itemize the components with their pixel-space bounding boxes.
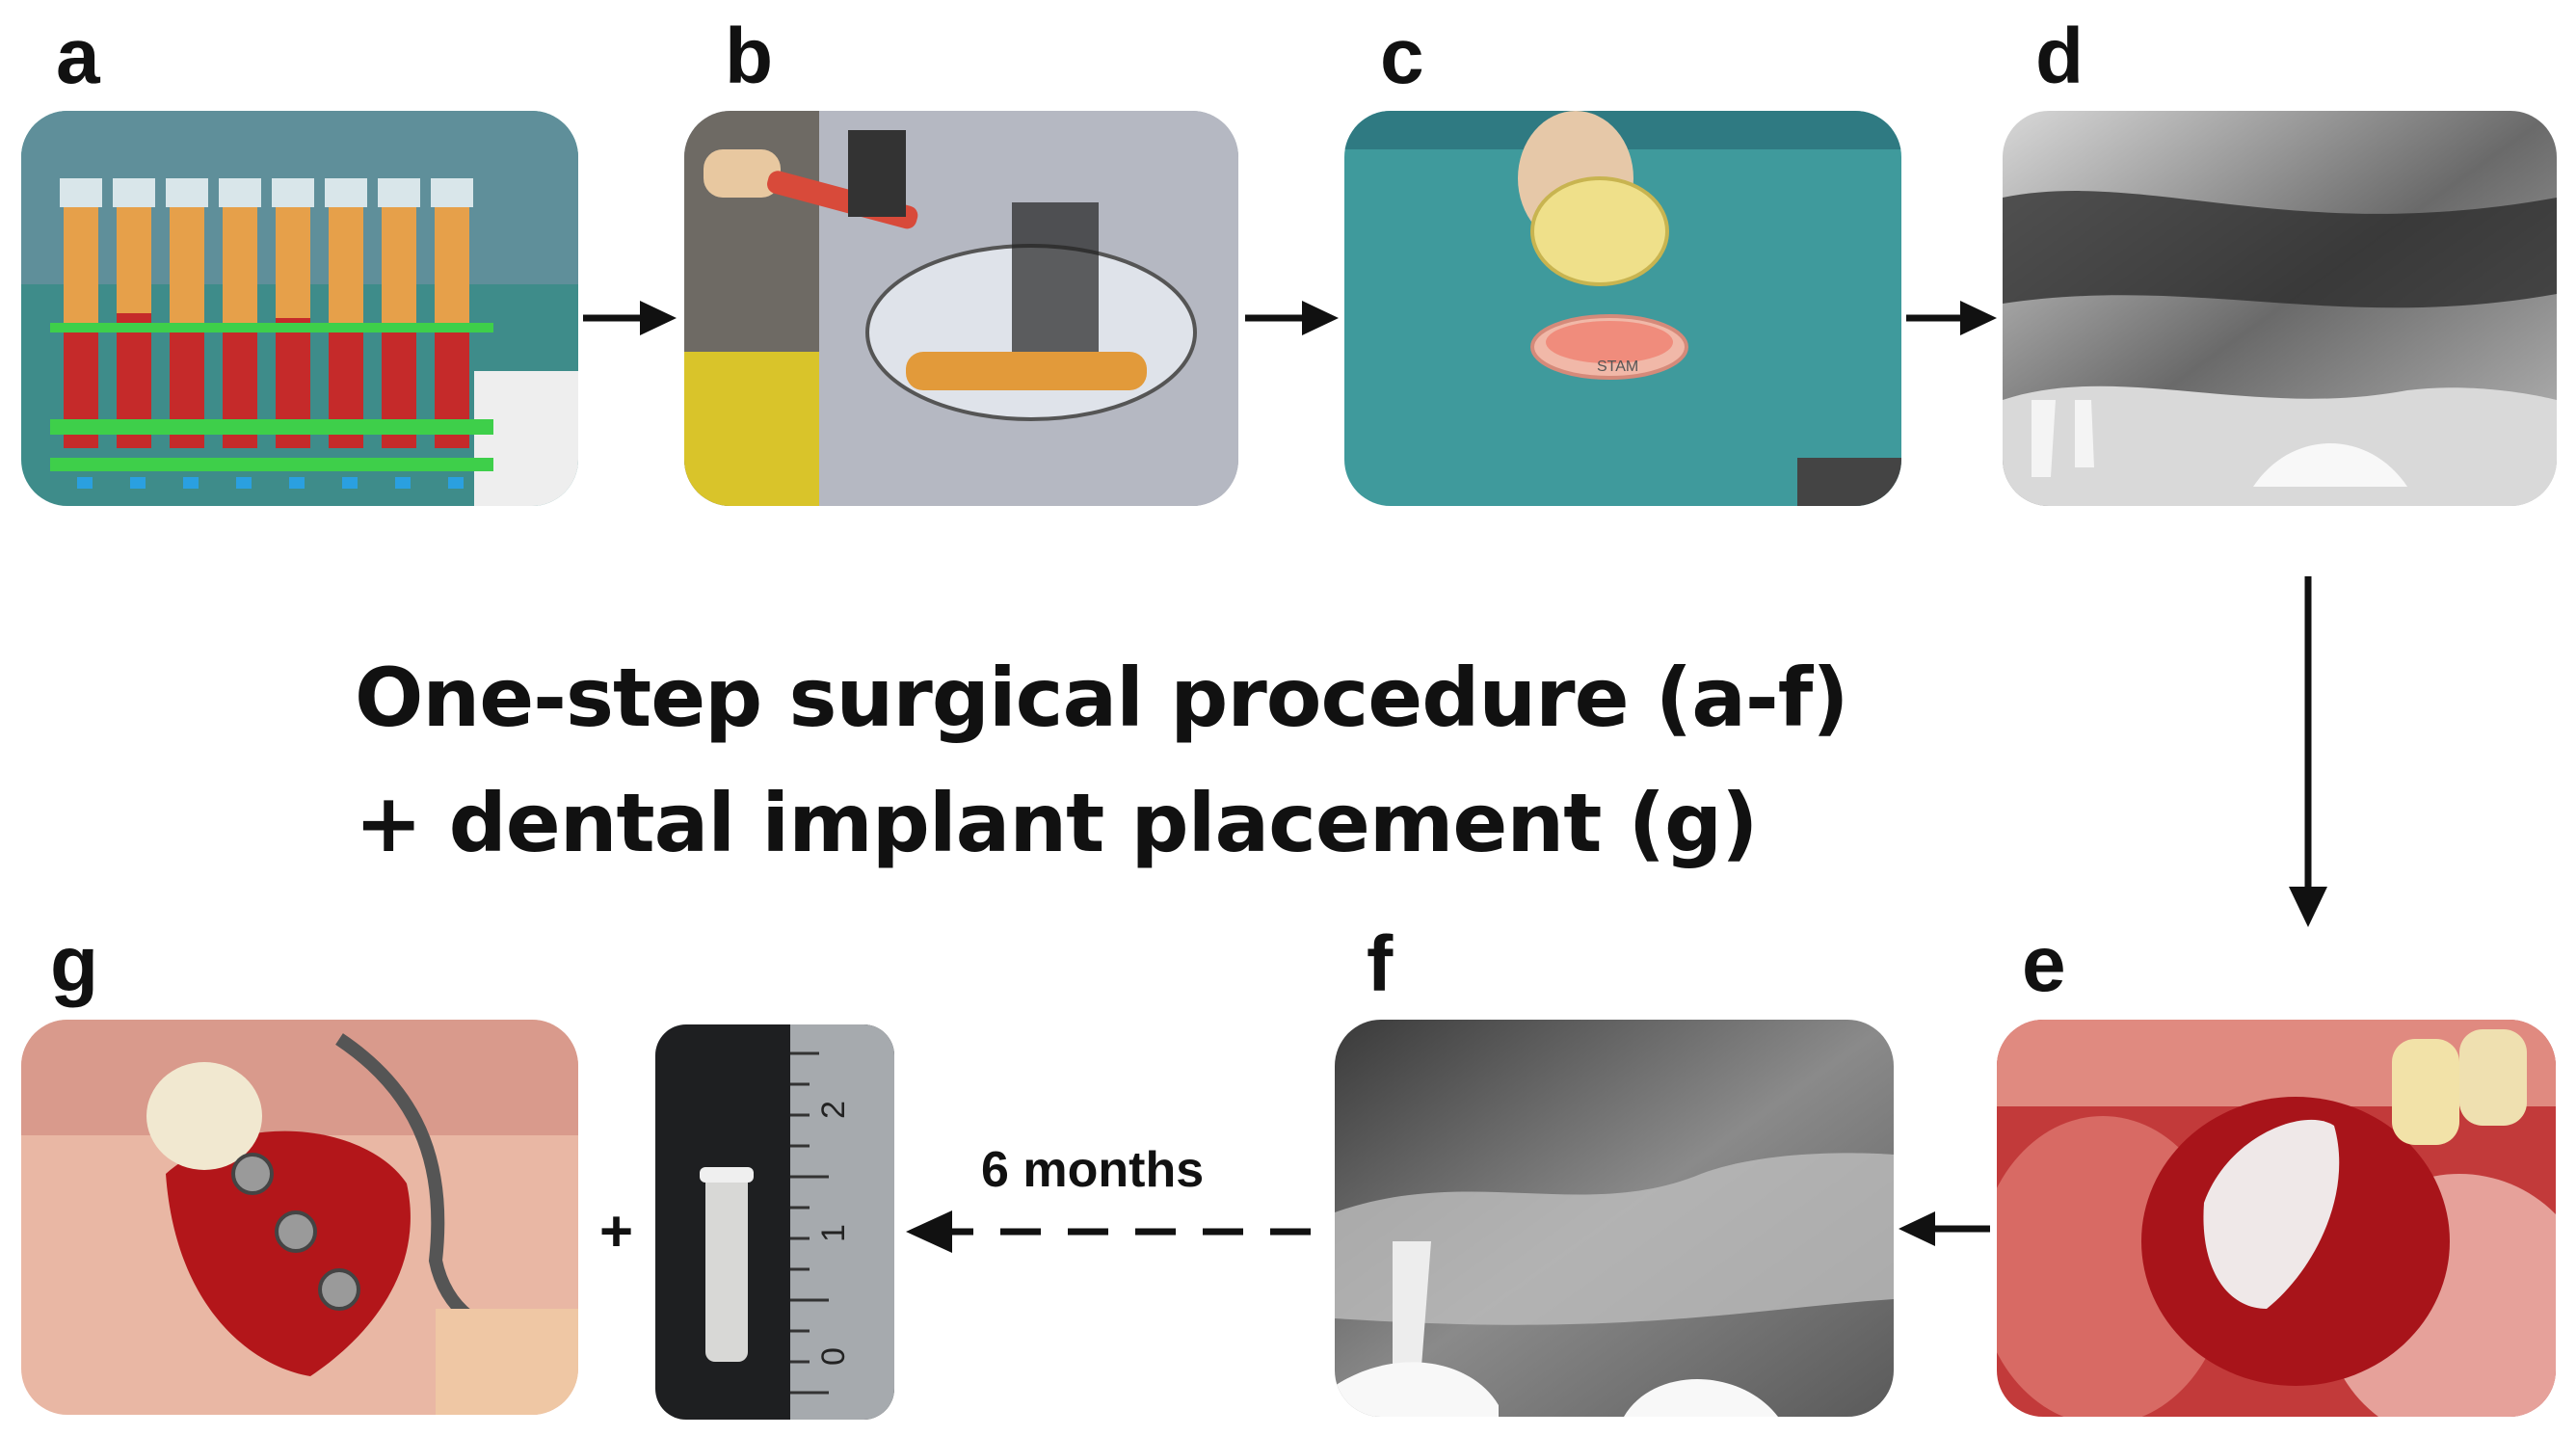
arrow-a-to-b-head: [640, 301, 677, 335]
photo-dental-implants: [21, 1020, 578, 1415]
photo-radiograph-post: [1335, 1020, 1894, 1417]
ruler-mark-2: 2: [815, 1101, 852, 1119]
arrow-f-to-core-head: [906, 1210, 952, 1253]
procedure-title-line1: One-step surgical procedure (a-f): [355, 651, 1849, 745]
photo-surgical-graft: [1997, 1020, 2556, 1417]
photo-bone-core-ruler: 2 1 0: [655, 1024, 894, 1420]
arrow-d-to-e-head: [2289, 887, 2327, 927]
arrow-b-to-c-head: [1302, 301, 1339, 335]
photo-radiograph-pre: [2003, 111, 2557, 506]
photo-syringes-rack: [21, 111, 578, 506]
panel-label-a: a: [56, 13, 100, 100]
panel-label-b: b: [725, 13, 774, 100]
ruler-mark-1: 1: [815, 1224, 852, 1242]
procedure-title-line2: + dental implant placement (g): [355, 776, 1759, 870]
panel-label-f: f: [1367, 920, 1394, 1008]
arrow-e-to-f-head: [1899, 1211, 1935, 1246]
ruler-mark-0: 0: [815, 1347, 852, 1366]
dish-label: STAM: [1597, 359, 1638, 375]
panel-label-g: g: [50, 920, 99, 1008]
photo-processing-device: [684, 111, 1238, 506]
photo-scaffold-dish: STAM: [1344, 111, 1901, 506]
panel-label-d: d: [2035, 13, 2085, 100]
plus-sign: +: [599, 1199, 634, 1263]
interval-label: 6 months: [981, 1142, 1205, 1198]
panel-label-c: c: [1380, 13, 1424, 100]
arrow-c-to-d-head: [1960, 301, 1997, 335]
panel-label-e: e: [2022, 920, 2066, 1008]
